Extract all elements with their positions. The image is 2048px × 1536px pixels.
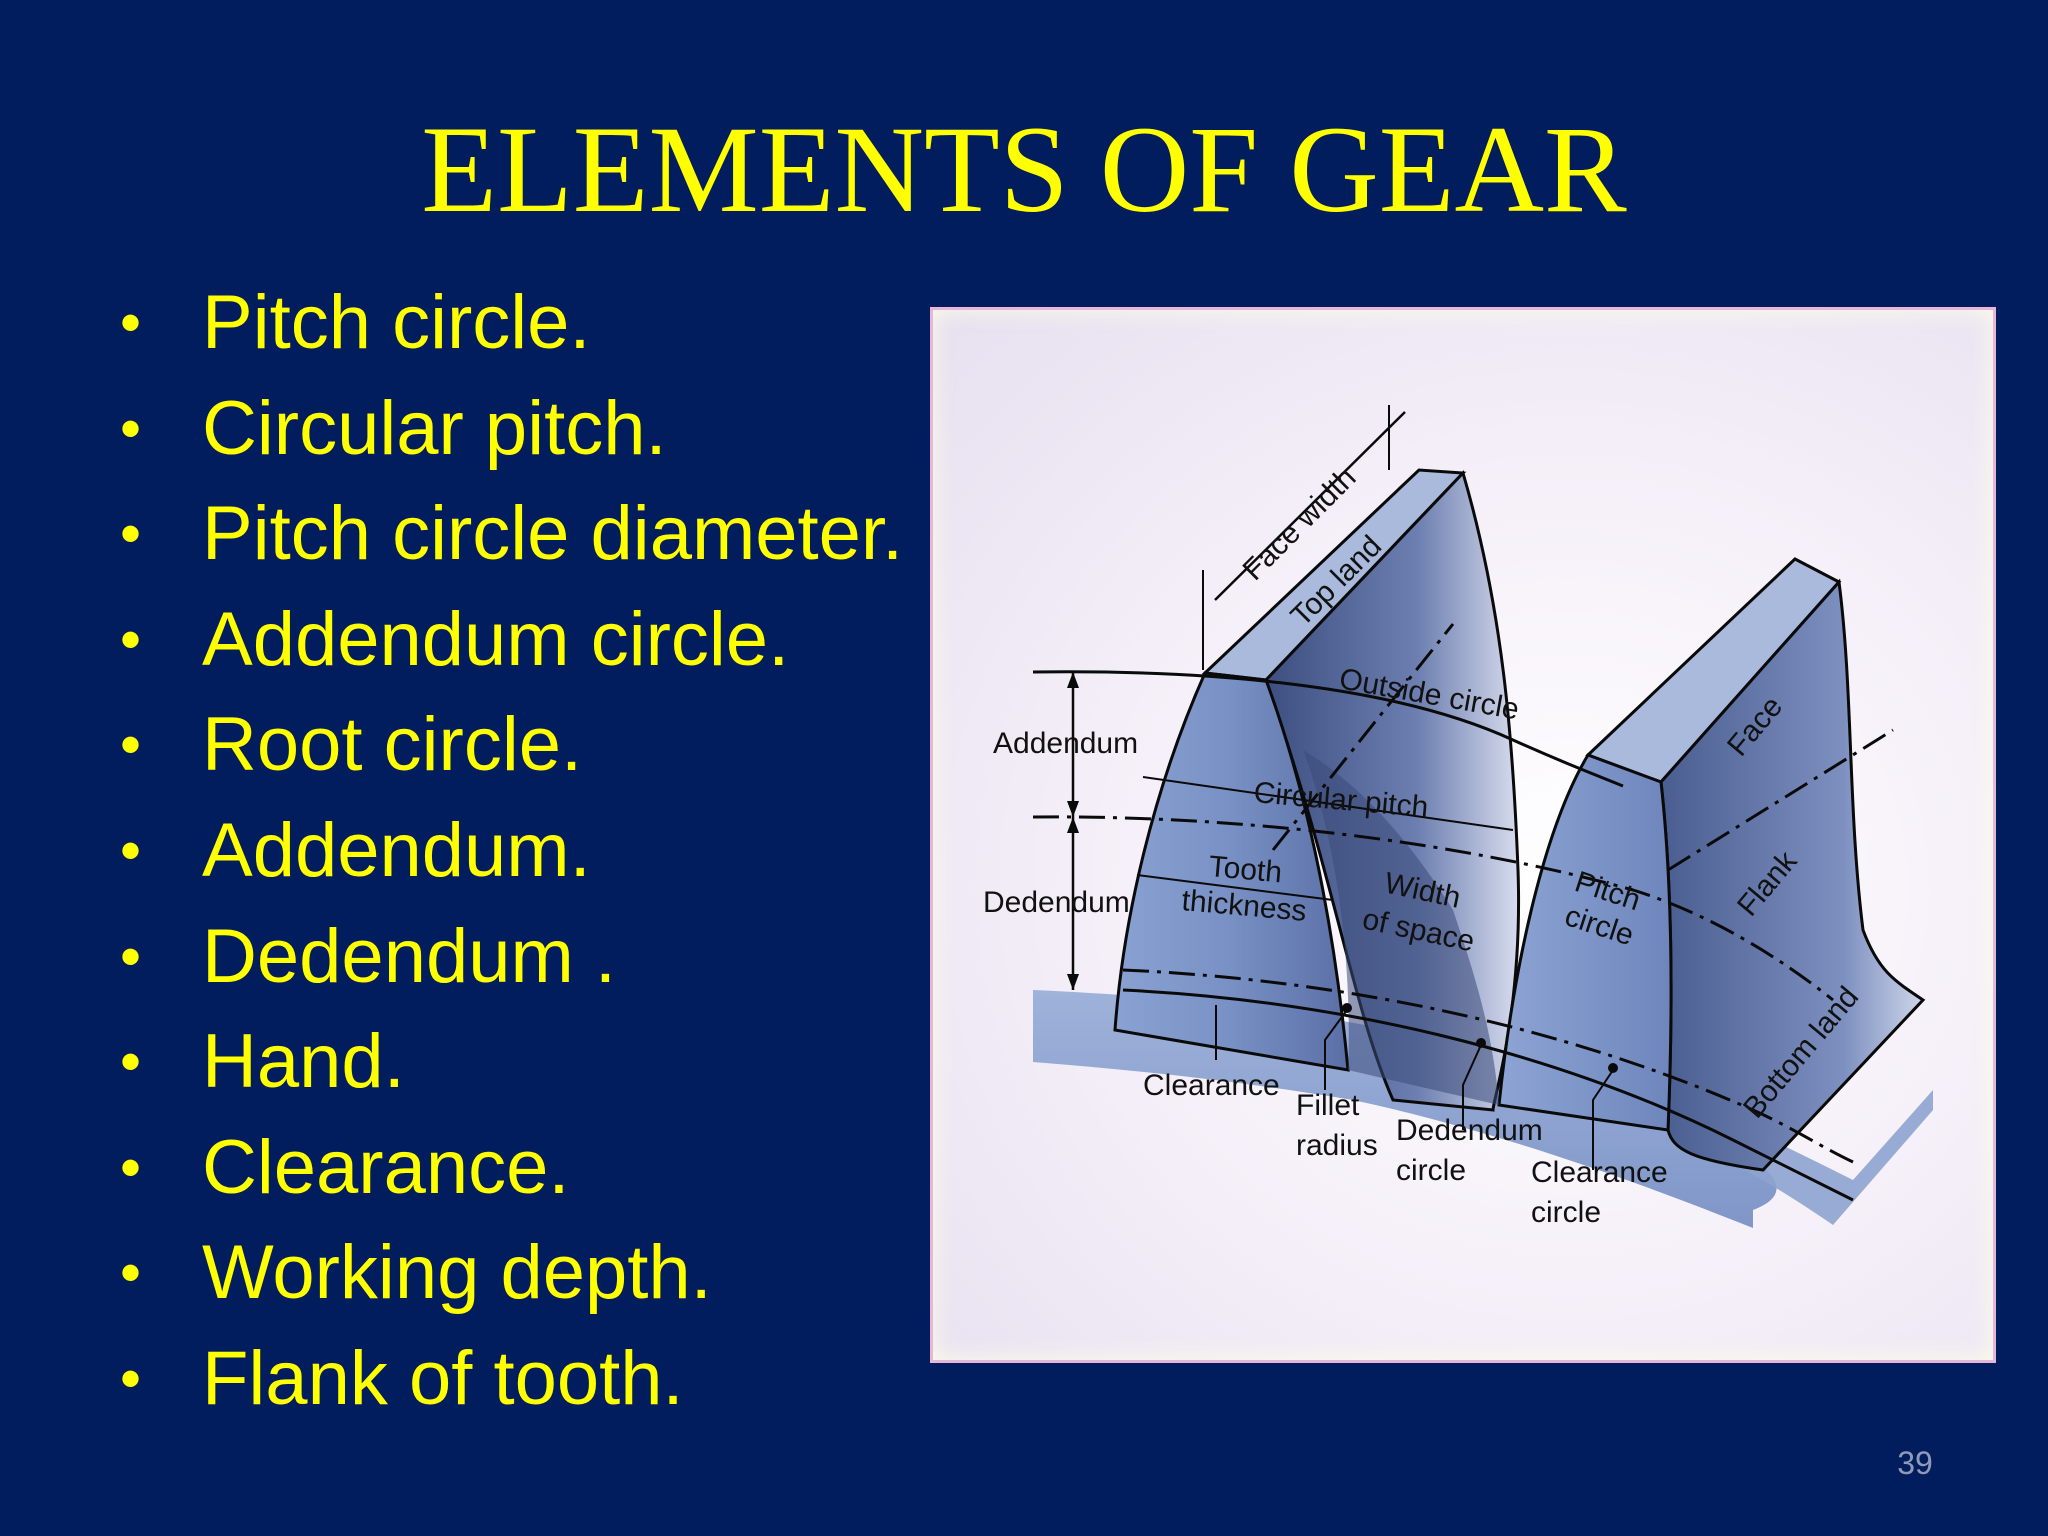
bullet-text: Working depth. (202, 1230, 712, 1316)
bullet-item: • Pitch circle diameter. (120, 481, 903, 587)
bullet-icon: • (120, 500, 142, 568)
bullet-icon: • (120, 1133, 142, 1201)
bullet-text: Dedendum . (202, 913, 617, 999)
arrow-icon (1067, 817, 1079, 833)
bullet-item: • Addendum circle. (120, 587, 903, 693)
face-width-dim (1214, 411, 1406, 601)
bullet-text: Hand. (202, 1019, 405, 1105)
bullet-icon: • (120, 922, 142, 990)
label-fillet-radius-1: Fillet (1296, 1089, 1360, 1122)
arrow-icon (1067, 801, 1079, 817)
label-addendum: Addendum (993, 727, 1138, 760)
left-tooth-front-face (1113, 671, 1350, 1072)
tooth-thickness-dim (1136, 874, 1334, 901)
pitch-circle-line (1032, 815, 1834, 1002)
bullet-icon: • (120, 605, 142, 673)
dedendum-circle-leader (1462, 1044, 1482, 1130)
label-clearance-circle-1: Clearance (1531, 1156, 1668, 1189)
tooth-center-line (1271, 623, 1455, 851)
bullet-list: • Pitch circle. • Circular pitch. • Pitch c… (120, 270, 903, 1432)
bullet-text: Root circle. (202, 702, 583, 788)
label-tooth-thickness-1: Tooth (1207, 850, 1283, 889)
outside-circle-line (1032, 670, 1624, 788)
label-clearance-circle-2: circle (1531, 1196, 1601, 1229)
bullet-text: Pitch circle diameter. (202, 491, 904, 577)
arrow-icon (1067, 974, 1079, 990)
bullet-item: • Hand. (120, 1009, 903, 1115)
gear-diagram-svg: Face width Top land Outside circle Adden… (983, 405, 1933, 1229)
bullet-text: Clearance. (202, 1124, 570, 1210)
flank-line (1667, 728, 1894, 872)
bullet-item: • Addendum. (120, 798, 903, 904)
bullet-item: • Flank of tooth. (120, 1326, 903, 1432)
dedendum-point-icon (1476, 1038, 1486, 1048)
bullet-item: • Clearance. (120, 1115, 903, 1221)
clearance-circle-line (1122, 968, 1854, 1164)
label-dedendum-circle-2: circle (1396, 1154, 1466, 1187)
label-fillet-radius-2: radius (1296, 1129, 1378, 1162)
bullet-text: Addendum. (202, 807, 591, 893)
bullet-text: Circular pitch. (202, 385, 667, 471)
gear-rim (1033, 990, 1777, 1228)
bullet-icon: • (120, 1028, 142, 1096)
bullet-item: • Working depth. (120, 1220, 903, 1326)
bullet-item: • Pitch circle. (120, 270, 903, 376)
page-number: 39 (1897, 1445, 1933, 1481)
label-clearance: Clearance (1143, 1069, 1280, 1102)
fillet-leader (1324, 1009, 1348, 1090)
bullet-icon: • (120, 1344, 142, 1412)
circular-pitch-dim (1142, 776, 1514, 831)
label-dedendum: Dedendum (983, 886, 1130, 919)
right-tooth-front-face (1497, 753, 1673, 1132)
arrow-icon (1067, 672, 1079, 688)
gear-diagram: Face width Top land Outside circle Adden… (930, 307, 1996, 1363)
bullet-item: • Circular pitch. (120, 376, 903, 482)
bullet-item: • Dedendum . (120, 904, 903, 1010)
bullet-item: • Root circle. (120, 692, 903, 798)
clearance-point-icon (1608, 1063, 1618, 1073)
label-dedendum-circle-1: Dedendum (1396, 1114, 1543, 1147)
fillet-point-icon (1342, 1003, 1352, 1013)
bullet-icon: • (120, 394, 142, 462)
bullet-text: Flank of tooth. (202, 1335, 684, 1421)
clearance-circle-leader (1592, 1069, 1614, 1170)
bullet-text: Addendum circle. (202, 596, 790, 682)
bullet-text: Pitch circle. (202, 280, 591, 365)
bullet-icon: • (120, 816, 142, 884)
slide-title: ELEMENTS OF GEAR (421, 101, 1627, 238)
bullet-icon: • (120, 289, 142, 356)
bullet-icon: • (120, 1239, 142, 1307)
bullet-icon: • (120, 711, 142, 779)
